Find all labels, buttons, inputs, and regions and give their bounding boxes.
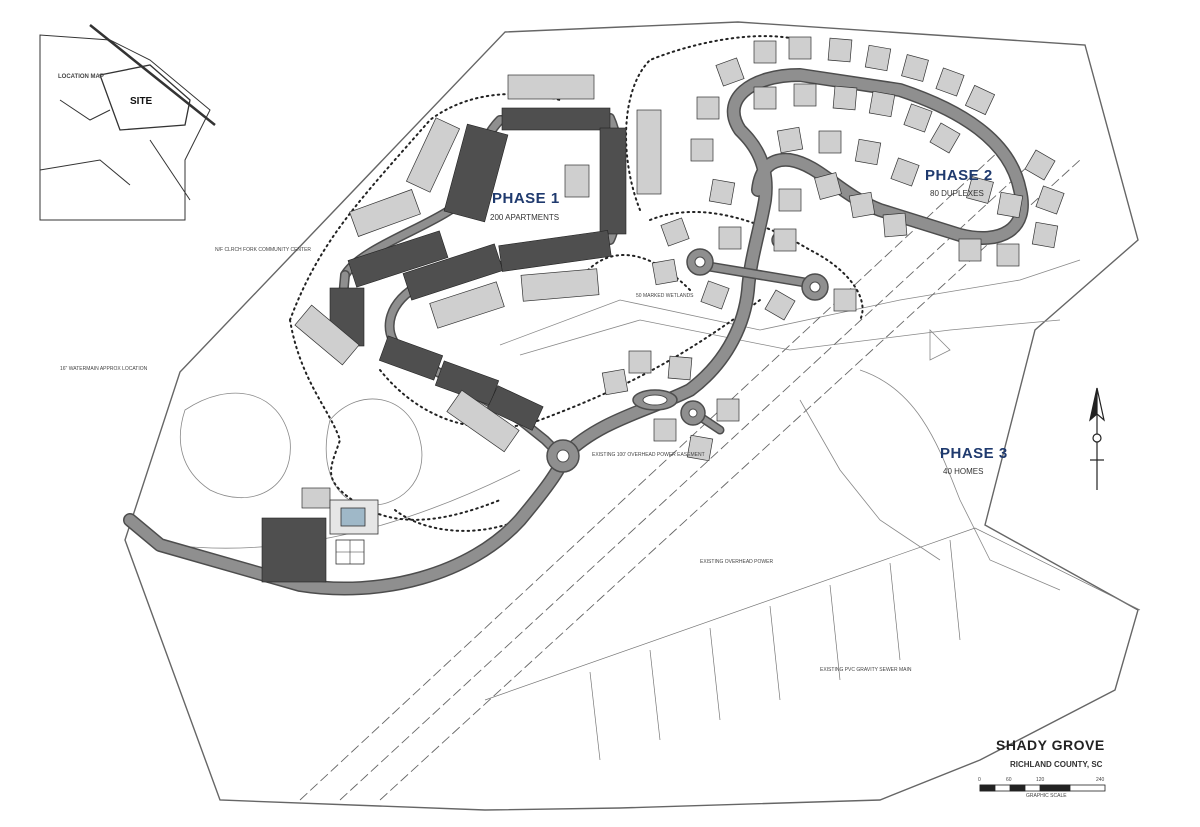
property-boundary	[124, 21, 1139, 811]
sewer-note: EXISTING PVC GRAVITY SEWER MAIN	[820, 667, 912, 673]
home-footprint	[601, 368, 629, 396]
home-footprint	[690, 138, 714, 162]
roundabout-centers	[556, 256, 821, 463]
community-note: N/F CLRCH FORK COMMUNITY CENTER	[215, 247, 312, 253]
home-footprint	[793, 83, 817, 107]
home-footprint	[935, 67, 965, 97]
home-footprint	[882, 212, 908, 238]
home-footprint	[660, 217, 690, 247]
home-footprint	[753, 40, 777, 64]
home-footprint	[718, 226, 742, 250]
watermain-note: 16" WATERMAIN APPROX LOCATION	[60, 366, 148, 372]
apartment-buildings	[294, 74, 662, 509]
home-footprint	[653, 418, 677, 442]
project-location: RICHLAND COUNTY, SC	[1010, 760, 1103, 769]
home-footprint	[715, 57, 745, 87]
home-footprint	[628, 350, 652, 374]
home-footprint	[996, 191, 1024, 219]
home-footprint	[864, 44, 892, 72]
phase-2-detail: 80 DUPLEXES	[930, 189, 984, 198]
amenity-center	[329, 499, 379, 565]
phase-3-detail: 40 HOMES	[943, 467, 984, 476]
home-footprint	[686, 434, 714, 462]
contour-lines	[169, 259, 1081, 591]
home-footprint	[753, 86, 777, 110]
scale-bar	[979, 784, 1106, 792]
scale-tick-120: 120	[1036, 777, 1045, 783]
home-footprint	[778, 188, 802, 212]
home-footprint	[1024, 149, 1056, 181]
scale-bar-caption: GRAPHIC SCALE	[1026, 793, 1067, 799]
home-footprint	[700, 280, 730, 310]
road-network	[123, 68, 1029, 596]
home-footprint	[1031, 221, 1059, 249]
home-footprint	[818, 130, 842, 154]
home-footprint	[764, 289, 796, 321]
home-footprint	[773, 228, 797, 252]
home-footprint	[868, 90, 896, 118]
scale-tick-0: 0	[978, 777, 981, 783]
home-footprint	[788, 36, 812, 60]
location-map-site-label: SITE	[130, 96, 153, 107]
home-footprint	[929, 122, 961, 154]
easement-note: EXISTING 100' OVERHEAD POWER EASEMENT	[592, 452, 705, 458]
phase-2-label: PHASE 2	[925, 167, 993, 184]
home-footprint	[966, 176, 994, 204]
duplex-homes	[601, 36, 1065, 462]
home-footprint	[964, 84, 996, 116]
home-footprint	[651, 258, 679, 286]
home-footprint	[901, 54, 929, 82]
home-footprint	[832, 85, 858, 111]
project-title: SHADY GROVE	[996, 737, 1105, 753]
home-footprint	[903, 103, 933, 133]
scale-tick-60: 60	[1006, 777, 1012, 783]
parking-areas	[261, 107, 627, 583]
home-footprint	[1035, 185, 1065, 215]
location-map-inset	[39, 24, 216, 221]
home-footprint	[667, 355, 693, 381]
home-footprint	[848, 191, 876, 219]
home-footprint	[696, 96, 720, 120]
phase-1-label: PHASE 1	[492, 190, 560, 207]
home-footprint	[890, 157, 920, 187]
north-arrow-icon	[1089, 387, 1105, 490]
phase-1-detail: 200 APARTMENTS	[490, 213, 560, 222]
power-easement-lines	[299, 149, 1081, 801]
home-footprint	[854, 138, 882, 166]
scale-tick-240: 240	[1096, 777, 1105, 783]
home-footprint	[716, 398, 740, 422]
home-footprint	[958, 238, 982, 262]
wetlands-note: 50 MARKED WETLANDS	[636, 293, 694, 299]
location-map-caption: LOCATION MAP	[58, 74, 104, 80]
phase-3-label: PHASE 3	[940, 445, 1008, 462]
home-footprint	[833, 288, 857, 312]
power-note: EXISTING OVERHEAD POWER	[700, 559, 774, 565]
home-footprint	[776, 126, 804, 154]
adjacent-lots	[484, 527, 1141, 761]
home-footprint	[814, 172, 842, 200]
home-footprint	[827, 37, 853, 63]
home-footprint	[708, 178, 736, 206]
home-footprint	[996, 243, 1020, 267]
